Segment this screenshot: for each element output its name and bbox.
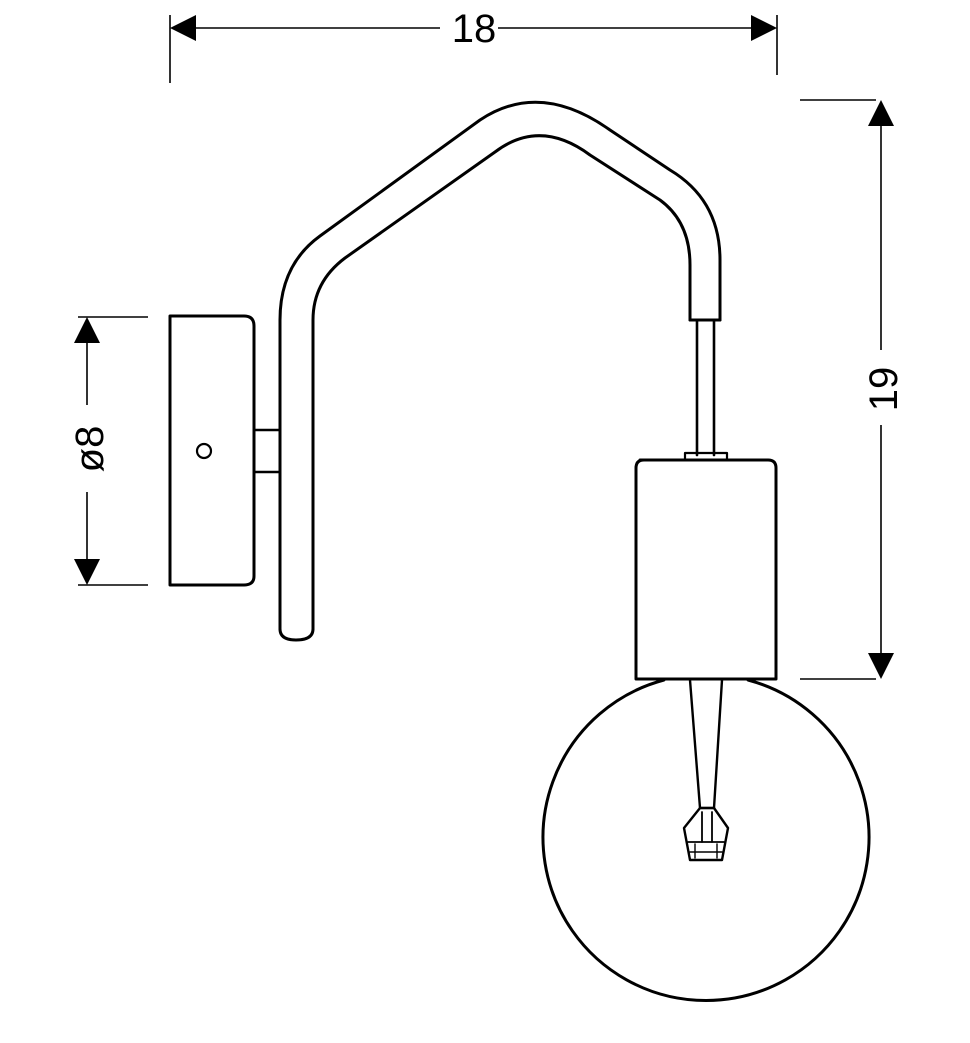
bulb-glass [541,678,871,1002]
globe-bulb [541,678,871,1002]
lamp-arm [278,100,722,642]
lamp-socket [634,458,778,681]
height-dimension: 19 [800,99,906,680]
mounting-screw-icon [195,442,213,460]
cord [683,318,729,462]
wall-plate [168,314,282,587]
width-arrow-left [170,15,196,41]
diameter-arrow-bottom [74,559,100,585]
arm-connector [252,428,282,474]
filament-stem [688,678,724,810]
height-arrow-bottom [868,653,894,679]
arm-end-cap [278,627,315,642]
width-arrow-right [751,15,777,41]
diameter-arrow-top [74,317,100,343]
height-label: 19 [862,367,906,412]
diameter-label: ø8 [68,426,112,473]
width-label: 18 [452,7,497,51]
wall-plate-body [168,314,256,587]
height-arrow-top [868,100,894,126]
width-dimension: 18 [169,7,778,83]
diameter-dimension: ø8 [68,316,148,586]
